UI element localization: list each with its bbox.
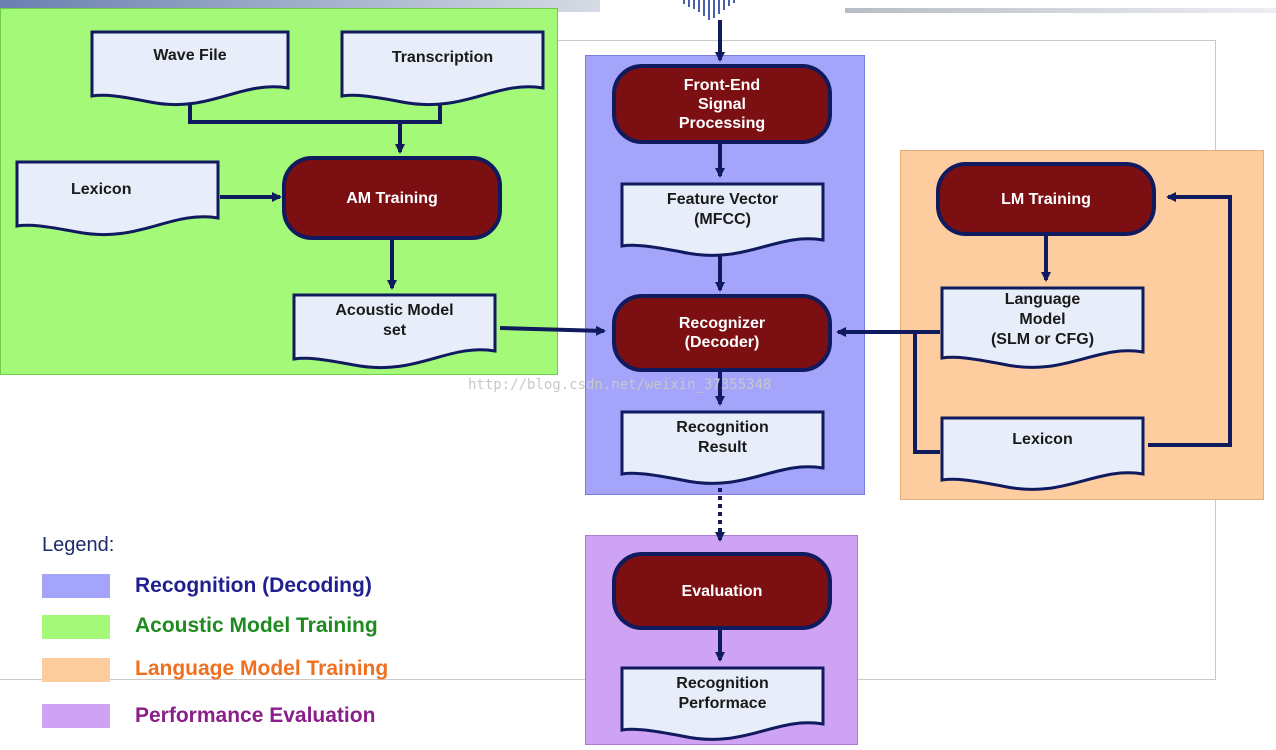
acoustic-model-set-doc: Acoustic Model set	[292, 293, 497, 371]
feature-vector-label: Feature Vector (MFCC)	[666, 191, 779, 228]
legend-swatch-language	[42, 658, 110, 682]
legend-swatch-recognition	[42, 574, 110, 598]
recognition-result-label: Recognition Result	[676, 419, 769, 456]
language-model-doc: Language Model (SLM or CFG)	[940, 286, 1145, 372]
legend-label-recognition: Recognition (Decoding)	[135, 574, 372, 597]
lexicon-am-label: Lexicon	[71, 181, 132, 198]
watermark-url: http://blog.csdn.net/weixin_37355348	[468, 377, 772, 393]
front-end-signal-processing-block: Front-End Signal Processing	[612, 64, 832, 144]
recognizer-decoder-block: Recognizer (Decoder)	[612, 294, 832, 372]
am-training-block: AM Training	[282, 156, 502, 240]
lexicon-lm-doc: Lexicon	[940, 416, 1145, 492]
transcription-doc: Transcription	[340, 30, 545, 108]
top-gradient-bar-right	[845, 8, 1276, 13]
lexicon-am-doc: Lexicon	[15, 160, 220, 238]
feature-vector-doc: Feature Vector (MFCC)	[620, 182, 825, 258]
legend-swatch-acoustic	[42, 615, 110, 639]
wave-file-doc: Wave File	[90, 30, 290, 108]
lm-training-block: LM Training	[936, 162, 1156, 236]
recognition-performance-label: Recognition Performace	[676, 675, 769, 712]
recognition-result-doc: Recognition Result	[620, 410, 825, 486]
transcription-label: Transcription	[391, 49, 494, 66]
legend: Legend: Recognition (Decoding) Acoustic …	[0, 530, 560, 740]
waveform-icon	[683, 0, 735, 20]
legend-label-evaluation: Performance Evaluation	[135, 704, 376, 727]
acoustic-model-set-label: Acoustic Model set	[335, 302, 454, 339]
language-model-label: Language Model (SLM or CFG)	[990, 291, 1095, 348]
evaluation-block: Evaluation	[612, 552, 832, 630]
legend-swatch-evaluation	[42, 704, 110, 728]
legend-title: Legend:	[42, 534, 115, 556]
wave-file-label: Wave File	[153, 47, 227, 64]
lexicon-lm-label: Lexicon	[1012, 431, 1073, 448]
legend-label-language: Language Model Training	[135, 657, 389, 680]
recognition-performance-doc: Recognition Performace	[620, 666, 825, 742]
legend-label-acoustic: Acoustic Model Training	[135, 614, 378, 637]
